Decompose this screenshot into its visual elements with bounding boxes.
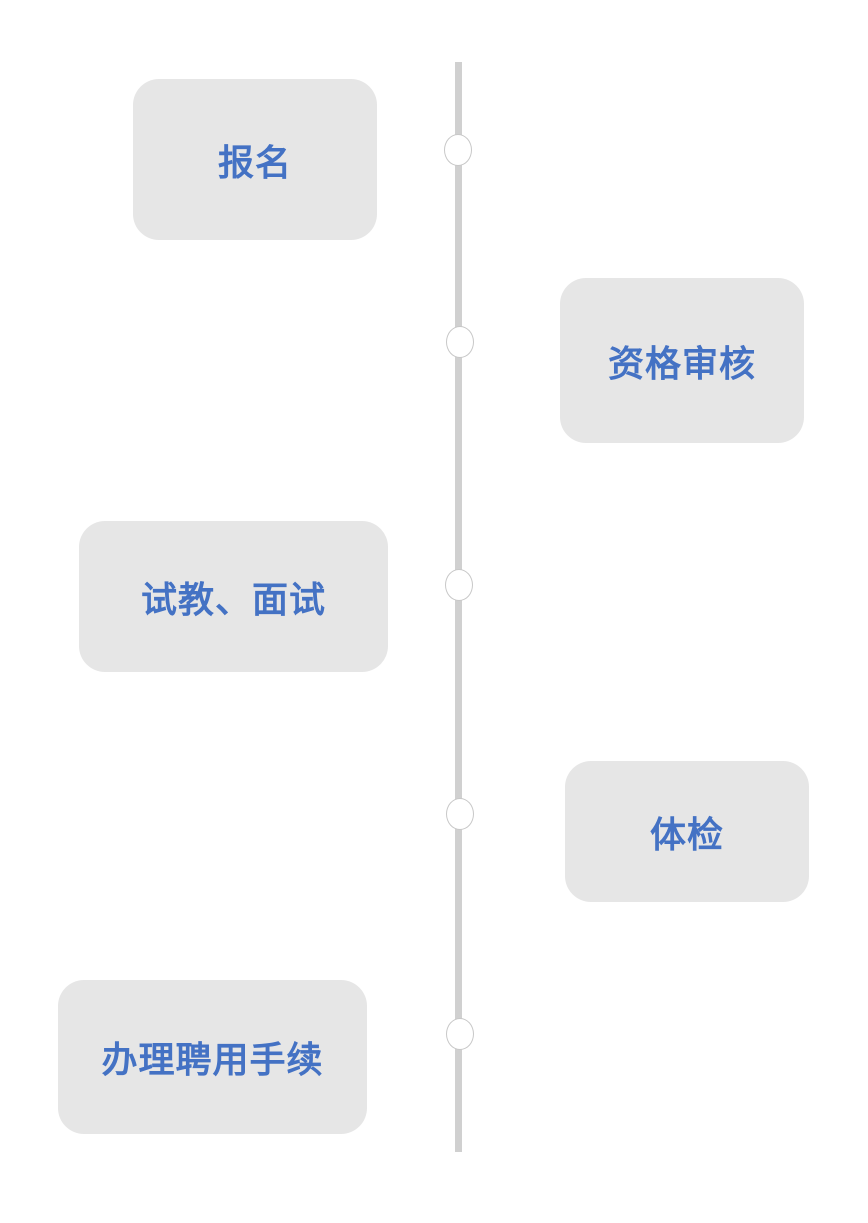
timeline-line: [455, 62, 462, 1152]
timeline-node-5: [446, 1018, 474, 1050]
step-box-5: 办理聘用手续: [58, 980, 367, 1134]
timeline-node-3: [445, 569, 473, 601]
step-label-4: 体检: [649, 814, 724, 856]
step-box-2: 资格审核: [560, 278, 804, 443]
step-box-4: 体检: [565, 761, 809, 902]
timeline-node-1: [444, 134, 472, 166]
step-label-3: 试教、面试: [140, 579, 326, 621]
step-label-1: 报名: [217, 142, 292, 184]
step-box-3: 试教、面试: [79, 521, 388, 672]
timeline-node-4: [446, 798, 474, 830]
step-label-5: 办理聘用手续: [101, 1040, 324, 1081]
step-box-1: 报名: [133, 79, 377, 240]
timeline-node-2: [446, 326, 474, 358]
step-label-2: 资格审核: [607, 343, 756, 385]
